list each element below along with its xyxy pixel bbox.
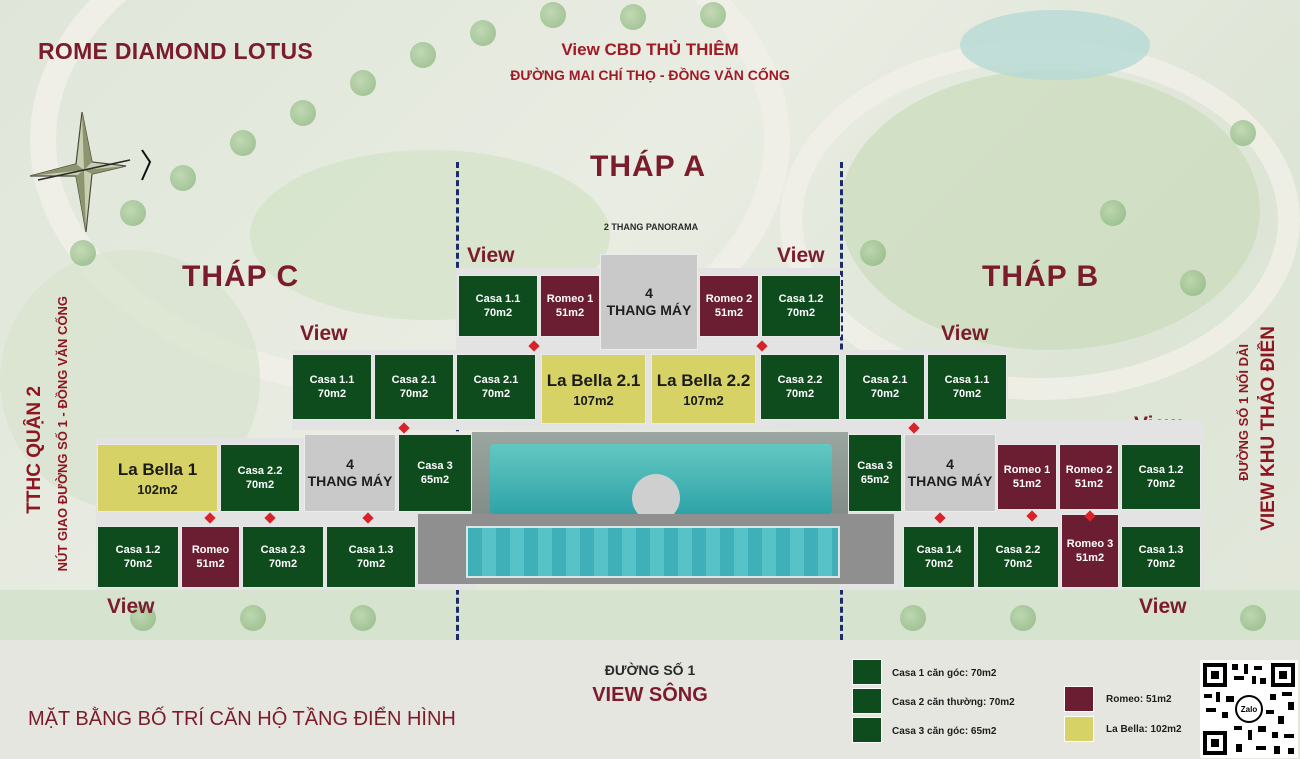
tree bbox=[860, 240, 886, 266]
tower-b-title: THÁP B bbox=[982, 260, 1100, 293]
view-label: View bbox=[107, 595, 155, 618]
tree bbox=[230, 130, 256, 156]
legend-bella: La Bella: 102m2 bbox=[1106, 724, 1182, 735]
view-river-label: VIEW SÔNG bbox=[592, 684, 708, 706]
tree bbox=[350, 70, 376, 96]
riverside-lawn bbox=[0, 590, 1300, 640]
legend-casa3: Casa 3 căn góc: 65m2 bbox=[892, 726, 997, 737]
right-side-sub-label: ĐƯỜNG SỐ 1 NỐI DÀI bbox=[1236, 344, 1251, 481]
road-top-label: ĐƯỜNG MAI CHÍ THỌ - ĐỒNG VĂN CỐNG bbox=[510, 67, 790, 83]
project-title: ROME DIAMOND LOTUS bbox=[38, 38, 313, 64]
tower-a-lift: 4 THANG MÁY bbox=[600, 254, 698, 350]
road-bottom-label: ĐƯỜNG SỐ 1 bbox=[604, 662, 696, 678]
legend-swatch-casa1 bbox=[852, 659, 882, 685]
tree bbox=[70, 240, 96, 266]
view-label: View bbox=[300, 322, 348, 345]
view-label: View bbox=[777, 244, 825, 267]
view-label: View bbox=[467, 244, 515, 267]
floor-plan-title: MẶT BẰNG BỐ TRÍ CĂN HỘ TẦNG ĐIỂN HÌNH bbox=[28, 708, 456, 730]
tower-c-lift: 4 THANG MÁY bbox=[304, 434, 396, 512]
tree bbox=[1230, 120, 1256, 146]
lap-pool bbox=[466, 526, 840, 578]
tree bbox=[700, 2, 726, 28]
tree bbox=[290, 100, 316, 126]
tree bbox=[410, 42, 436, 68]
left-side-label: TTHC QUẬN 2 bbox=[24, 386, 45, 514]
panorama-label: 2 THANG PANORAMA bbox=[603, 222, 699, 232]
lift-label: THANG MÁY bbox=[907, 473, 993, 489]
legend-casa2: Casa 2 căn thường: 70m2 bbox=[892, 697, 1015, 708]
tree bbox=[170, 165, 196, 191]
tree bbox=[240, 605, 266, 631]
lake bbox=[960, 10, 1150, 80]
tree bbox=[350, 605, 376, 631]
tree bbox=[1100, 200, 1126, 226]
legend-swatch-romeo bbox=[1064, 686, 1094, 712]
view-label: View bbox=[1139, 595, 1187, 618]
lift-label: THANG MÁY bbox=[606, 302, 692, 318]
tree bbox=[130, 605, 156, 631]
lift-label: THANG MÁY bbox=[307, 473, 393, 489]
tower-c-title: THÁP C bbox=[182, 260, 300, 293]
compass-icon bbox=[30, 112, 152, 233]
tree bbox=[900, 605, 926, 631]
tree bbox=[540, 2, 566, 28]
qr-code-icon[interactable]: Zalo bbox=[1200, 660, 1298, 758]
tower-a-title: THÁP A bbox=[590, 150, 707, 183]
tree bbox=[120, 200, 146, 226]
view-label: View bbox=[941, 322, 989, 345]
park-lawn bbox=[840, 70, 1260, 350]
lift-count: 4 bbox=[645, 285, 653, 301]
tree bbox=[1180, 270, 1206, 296]
legend-swatch-casa3 bbox=[852, 717, 882, 743]
tower-b-lift: 4 THANG MÁY bbox=[904, 434, 996, 512]
tree bbox=[1010, 605, 1036, 631]
tree bbox=[620, 4, 646, 30]
lift-count: 4 bbox=[946, 456, 954, 472]
left-side-sub-label: NÚT GIAO ĐƯỜNG SỐ 1 - ĐỒNG VĂN CỐNG bbox=[55, 296, 70, 572]
tree bbox=[1240, 605, 1266, 631]
lift-count: 4 bbox=[346, 456, 354, 472]
right-side-label: VIEW KHU THẢO ĐIỀN bbox=[1258, 326, 1279, 531]
view-cbd-label: View CBD THỦ THIÊM bbox=[561, 40, 739, 59]
legend-casa1: Casa 1 căn góc: 70m2 bbox=[892, 668, 997, 679]
tree bbox=[470, 20, 496, 46]
legend-romeo: Romeo: 51m2 bbox=[1106, 694, 1172, 705]
qr-brand: Zalo bbox=[1241, 705, 1258, 714]
legend-swatch-casa2 bbox=[852, 688, 882, 714]
legend-swatch-bella bbox=[1064, 716, 1094, 742]
